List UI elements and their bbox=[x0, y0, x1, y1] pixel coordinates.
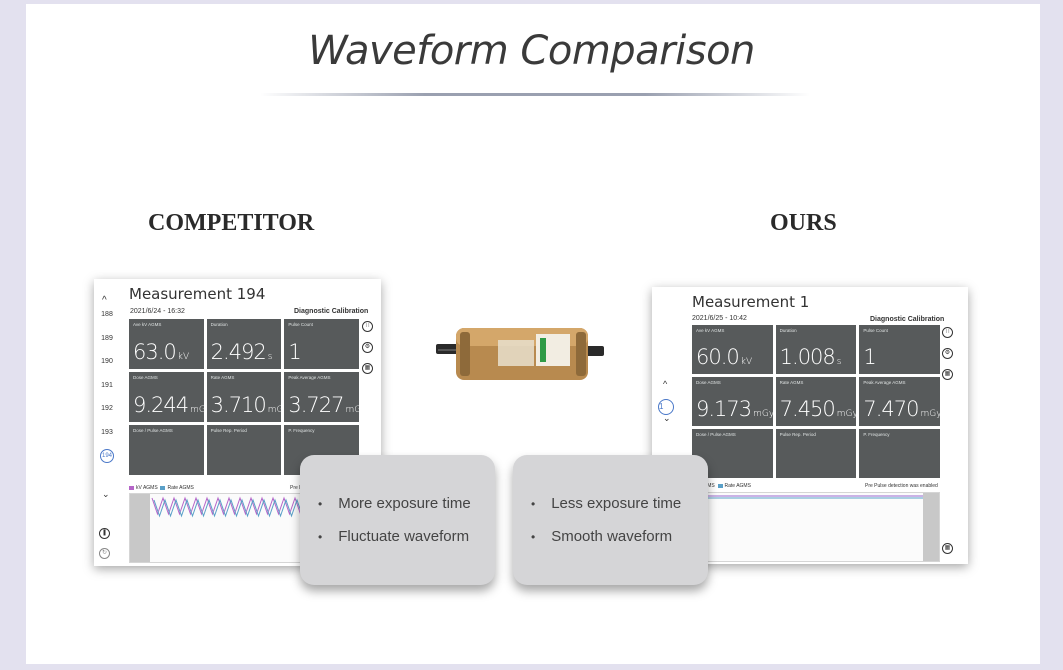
status-text: Pre P bbox=[290, 485, 303, 491]
list-item[interactable]: 192 bbox=[101, 405, 113, 412]
dosimeter-device-image bbox=[436, 328, 604, 380]
mode-label: Diagnostic Calibration bbox=[870, 316, 945, 323]
measurement-title: Measurement 194 bbox=[129, 285, 266, 303]
active-measurement[interactable]: 1 bbox=[658, 399, 674, 415]
measurement-title: Measurement 1 bbox=[692, 293, 810, 311]
list-item[interactable]: 193 bbox=[101, 428, 113, 436]
layout-icon[interactable]: ▦ bbox=[942, 369, 953, 380]
stop-icon[interactable]: ▦ bbox=[942, 543, 953, 554]
list-item: More exposure time bbox=[318, 495, 471, 512]
chevron-down-icon[interactable]: ⌄ bbox=[663, 413, 671, 423]
gear-icon[interactable]: ⚙ bbox=[942, 348, 953, 359]
list-item[interactable]: 189 bbox=[101, 334, 113, 342]
mode-label: Diagnostic Calibration bbox=[294, 308, 369, 315]
list-item[interactable]: 190 bbox=[101, 358, 113, 365]
ours-label: OURS bbox=[770, 210, 837, 236]
metric-tile: P. Frequency bbox=[859, 429, 940, 478]
refresh-icon[interactable]: ↻ bbox=[99, 548, 110, 559]
list-item[interactable]: 191 bbox=[101, 381, 113, 389]
competitor-label: COMPETITOR bbox=[148, 210, 315, 236]
metric-tile: Pulse Rep. Period bbox=[206, 425, 282, 475]
metric-tile: Pulse Rep. Period bbox=[775, 429, 857, 478]
ours-screenshot: ^ 1 ⌄ Measurement 1 2021/6/25 - 10:42 Di… bbox=[652, 287, 968, 564]
gear-icon[interactable]: ⚙ bbox=[362, 342, 373, 353]
measurement-date: 2021/6/25 - 10:42 bbox=[692, 315, 747, 322]
plot-margin bbox=[130, 494, 150, 562]
chevron-up-icon[interactable]: ^ bbox=[663, 379, 668, 389]
waveform-plot bbox=[692, 492, 940, 562]
measurement-date: 2021/6/24 - 16:32 bbox=[130, 308, 185, 315]
metric-tile: Dose / Pulse AGMS bbox=[129, 425, 204, 475]
chart-legend: kV AGMS Rate AGMS bbox=[129, 485, 194, 491]
active-measurement[interactable]: 194 bbox=[100, 449, 114, 463]
layout-icon[interactable]: ▦ bbox=[362, 363, 373, 374]
grid-icon[interactable]: ∷ bbox=[942, 327, 953, 338]
chevron-down-icon[interactable]: ⌄ bbox=[102, 489, 110, 499]
title-divider bbox=[260, 93, 810, 96]
competitor-screenshot: ^ 188 189 190 191 192 193 194 ⌄ ❚ ↻ Meas… bbox=[94, 279, 381, 566]
list-item: Smooth waveform bbox=[531, 528, 681, 545]
plot-margin bbox=[923, 493, 939, 561]
list-item[interactable]: 188 bbox=[101, 311, 113, 318]
waveform-svg bbox=[693, 495, 939, 499]
page-title: Waveform Comparison bbox=[308, 28, 755, 74]
chevron-up-icon[interactable]: ^ bbox=[102, 295, 107, 306]
pause-icon[interactable]: ❚ bbox=[99, 528, 110, 539]
measurement-list: 188 189 190 191 192 193 194 bbox=[100, 303, 114, 468]
grid-icon[interactable]: ∷ bbox=[362, 321, 373, 332]
list-item: Less exposure time bbox=[531, 495, 681, 512]
competitor-summary-card: More exposure time Fluctuate waveform bbox=[300, 455, 495, 585]
ours-summary-card: Less exposure time Smooth waveform bbox=[513, 455, 708, 585]
list-item: Fluctuate waveform bbox=[318, 528, 471, 545]
status-text: Pre Pulse detection was enabled bbox=[865, 483, 938, 489]
